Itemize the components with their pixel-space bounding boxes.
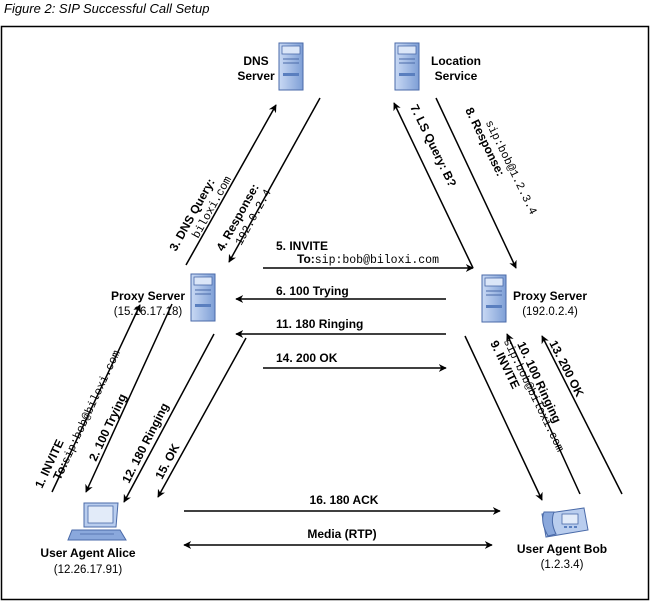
bob-address: (1.2.3.4): [541, 559, 584, 571]
phone-icon: [541, 507, 589, 538]
location-server-icon: [394, 42, 420, 91]
msg-5-label: 5. INVITE: [276, 239, 328, 253]
figure-frame: [0, 25, 650, 601]
msg-8-group: 8. Response: sip:bob@1.2.3.4: [462, 105, 539, 217]
msg-16-label: 16. 180 ACK: [310, 493, 379, 507]
location-service-label-2: Service: [435, 69, 478, 83]
proxy-left-address: (15.16.17.18): [114, 306, 183, 318]
arrow-8-ls-response: [435, 97, 517, 269]
msg-14-label: 14. 200 OK: [276, 351, 338, 365]
arrow-13-ok: [541, 335, 623, 495]
arrow-9-invite: [464, 335, 543, 501]
media-rtp-label: Media (RTP): [307, 527, 376, 541]
figure-caption: Figure 2: SIP Successful Call Setup: [4, 1, 210, 16]
proxy-left-server-icon: [190, 273, 216, 322]
arrow-15-ok: [157, 337, 247, 498]
proxy-right-address: (192.0.2.4): [522, 306, 578, 318]
laptop-icon: [67, 502, 127, 541]
arrow-10-ringing: [506, 333, 581, 495]
arrow-2-trying: [85, 303, 173, 493]
arrow-4-dns-response: [228, 97, 321, 263]
arrow-12-ringing: [123, 333, 215, 503]
location-service-label: Location: [431, 54, 481, 68]
proxy-right-server-icon: [481, 274, 507, 323]
arrow-3-dns-query: [185, 104, 277, 266]
dns-server-label: DNS: [243, 54, 268, 68]
msg-5-sub: To:sip:bob@biloxi.com: [297, 252, 439, 267]
message-arrows: [51, 97, 623, 549]
arrow-7-ls-query: [393, 102, 474, 269]
dns-server-label-2: Server: [237, 69, 275, 83]
alice-address: (12.26.17.91): [54, 564, 123, 576]
msg-13-label: 13. 200 OK: [546, 338, 586, 399]
alice-label: User Agent Alice: [40, 546, 135, 560]
proxy-left-label: Proxy Server: [111, 289, 185, 303]
bob-label: User Agent Bob: [517, 542, 607, 556]
msg-11-label: 11. 180 Ringing: [276, 317, 363, 331]
msg-6-label: 6. 100 Trying: [276, 284, 349, 298]
dns-server-icon: [278, 42, 304, 91]
proxy-right-label: Proxy Server: [513, 289, 587, 303]
arrow-1-invite: [51, 304, 141, 493]
